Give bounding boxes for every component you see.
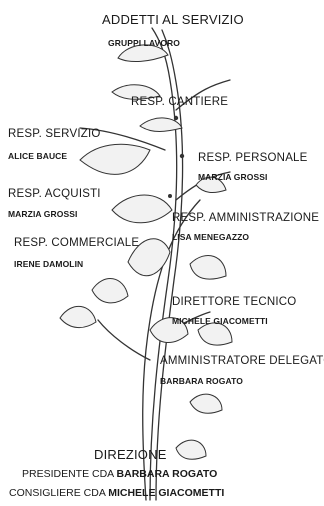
leaf-top-2 (111, 84, 161, 100)
name-acquisti: MARZIA GROSSI (8, 209, 78, 219)
tendril (175, 79, 231, 111)
side-stem (142, 199, 201, 501)
consigliere-role: CONSIGLIERE CDA (9, 487, 106, 499)
role-acquisti: RESP. ACQUISTI (8, 188, 101, 200)
presidente-role: PRESIDENTE CDA (22, 468, 114, 480)
leaf-right-low (197, 322, 233, 346)
consigliere-name: MICHELE GIACOMETTI (108, 487, 225, 499)
presidente-line: PRESIDENTE CDA BARBARA ROGATO (22, 468, 217, 480)
title-label: ADDETTI AL SERVIZIO (102, 12, 244, 27)
leaf-dt (189, 255, 227, 280)
name-personale: MARZIA GROSSI (198, 172, 268, 182)
bloom-mid (111, 194, 173, 224)
branch-lower-left (97, 319, 151, 361)
leaf-left-low (59, 306, 97, 328)
role-commerciale: RESP. COMMERCIALE (14, 237, 140, 249)
bloom-base (149, 317, 189, 343)
main-stem (149, 27, 178, 501)
consigliere-line: CONSIGLIERE CDA MICHELE GIACOMETTI (9, 487, 224, 499)
role-amministrazione: RESP. AMMINISTRAZIONE (172, 212, 320, 224)
role-cantiere: RESP. CANTIERE (131, 96, 229, 108)
name-commerciale: IRENE DAMOLIN (14, 259, 84, 269)
bud-1 (173, 115, 179, 121)
direzione-label: DIREZIONE (94, 447, 167, 462)
subtitle-label: GRUPPI LAVORO (108, 38, 180, 48)
role-personale: RESP. PERSONALE (198, 152, 308, 164)
role-servizio: RESP. SERVIZIO (8, 128, 101, 140)
name-direttore-tecnico: MICHELE GIACOMETTI (172, 316, 268, 326)
leaf-base-low (175, 439, 207, 460)
bud-3 (168, 194, 172, 198)
leaf-top-3 (139, 117, 183, 132)
role-direttore-tecnico: DIRETTORE TECNICO (172, 296, 297, 308)
name-amministratore-delegato: BARBARA ROGATO (160, 376, 243, 386)
name-servizio: ALICE BAUCE (8, 151, 68, 161)
name-amministrazione: LISA MENEGAZZO (172, 232, 250, 242)
leaf-base-right (189, 393, 223, 414)
leaf-top-1 (117, 44, 169, 63)
bud-2 (179, 153, 185, 159)
leaf-right-1 (195, 176, 227, 194)
main-stem-2 (155, 29, 184, 501)
bloom-left (79, 143, 151, 175)
presidente-name: BARBARA ROGATO (116, 468, 218, 480)
role-amministratore-delegato: AMMINISTRATORE DELEGATO (160, 355, 324, 367)
branch-left (79, 127, 166, 151)
bloom-left-low (91, 278, 129, 304)
bloom-commercial (127, 238, 171, 277)
